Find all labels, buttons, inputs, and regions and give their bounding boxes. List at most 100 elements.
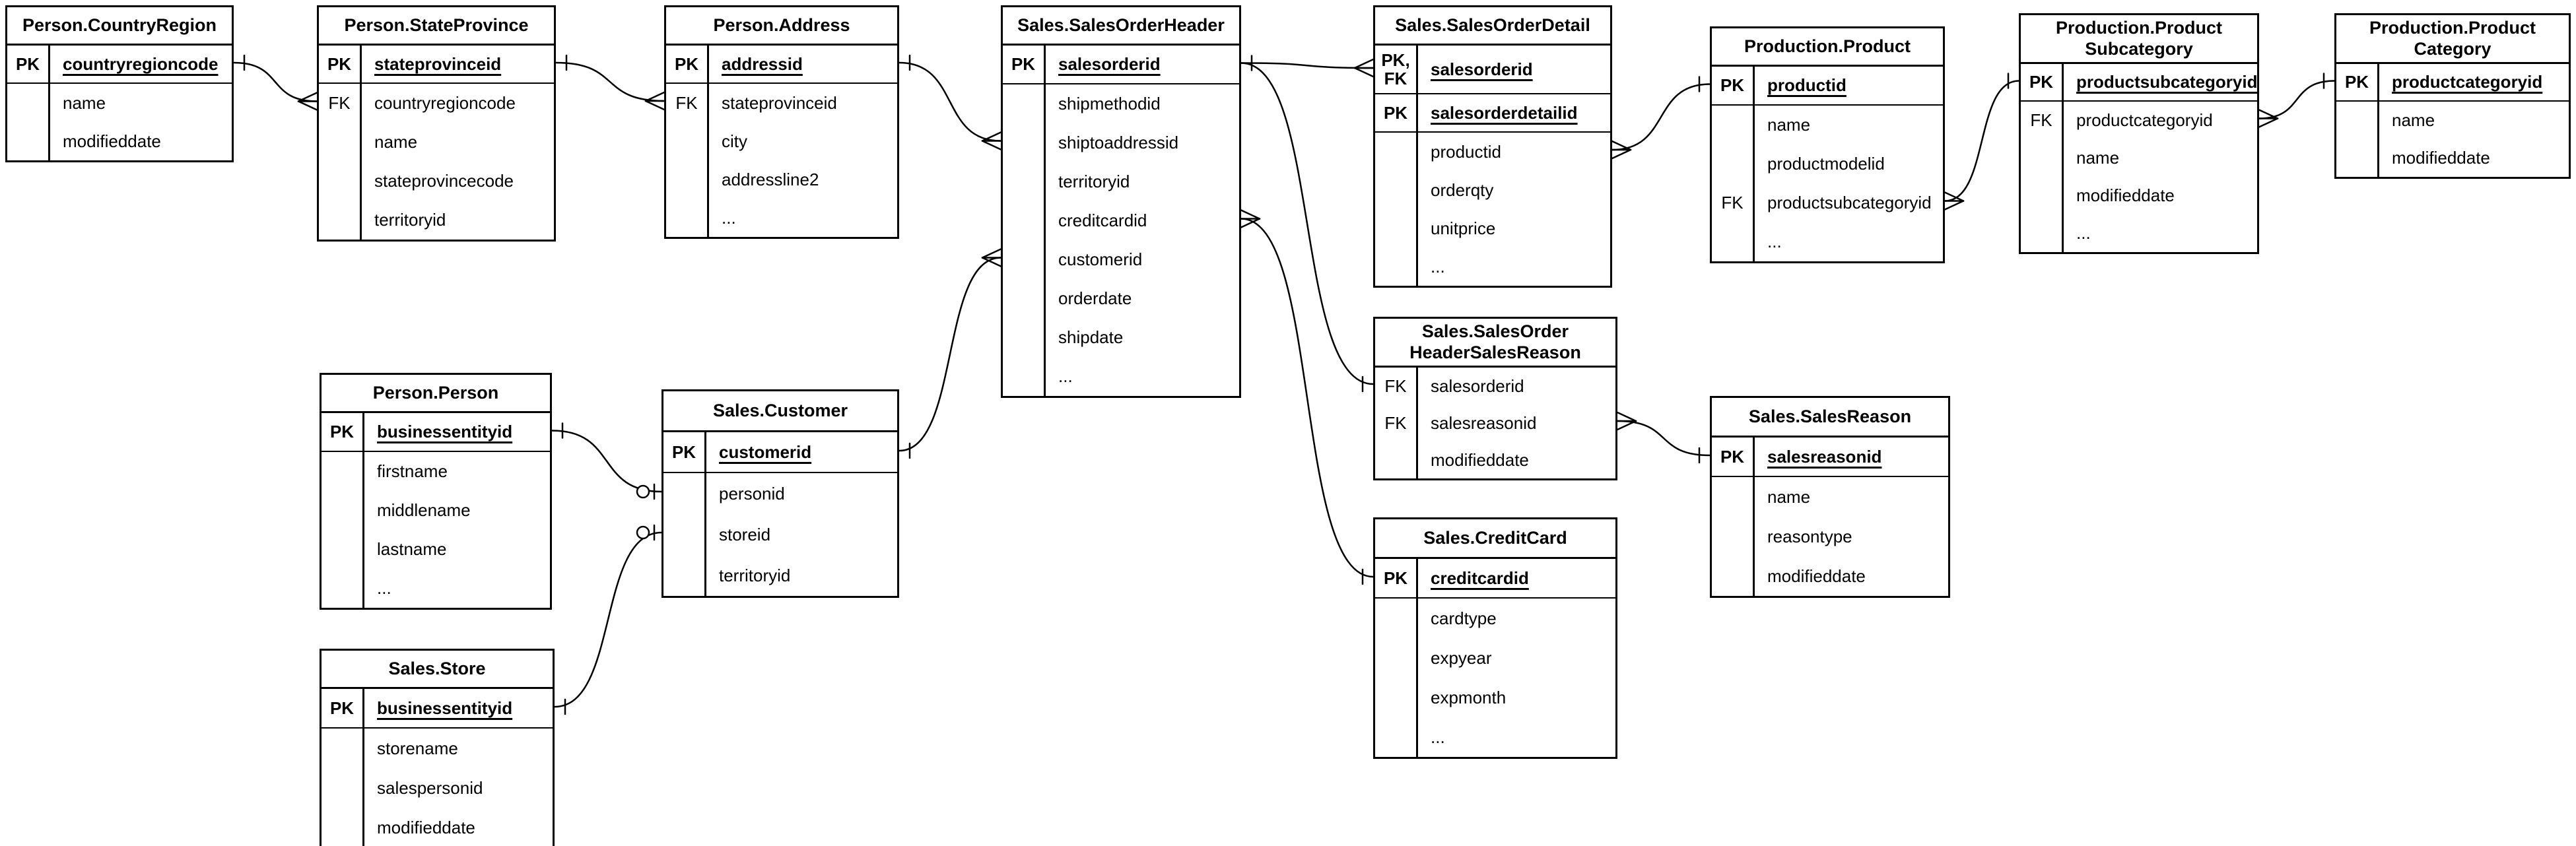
table-row: PK businessentityid	[322, 689, 553, 729]
key-label: PK	[2344, 72, 2369, 92]
key-label: FK	[1721, 193, 1744, 213]
connector-salesorderheader-salesorderdetail[interactable]	[1240, 55, 1374, 78]
connector-salesorderheader-salesorderheadersalesreason[interactable]	[1240, 62, 1374, 393]
field-name: shiptoaddressid	[1058, 133, 1179, 152]
key-column-divider	[362, 413, 364, 608]
key-label: PK	[671, 441, 696, 462]
key-column-divider	[2377, 64, 2379, 177]
field-name: modifieddate	[63, 131, 161, 151]
field-name: name	[63, 92, 106, 113]
connector-salesorderdetail-product[interactable]	[1611, 76, 1711, 160]
key-column-divider	[1044, 46, 1046, 396]
table-row: cardtype	[1375, 599, 1615, 638]
connector-countryregion-stateprovince[interactable]	[232, 54, 318, 111]
key-label: PK	[1720, 75, 1745, 96]
connector-salesorderheader-creditcard[interactable]	[1240, 209, 1374, 585]
table-row: shiptoaddressid	[1003, 123, 1239, 162]
key-column-divider	[1416, 46, 1418, 286]
key-label: PK	[1383, 568, 1408, 588]
table-row: ...	[322, 569, 550, 608]
field-name: storeid	[719, 524, 771, 544]
table-row: modifieddate	[2336, 139, 2569, 177]
table-row: territoryid	[319, 201, 554, 240]
table-row: territoryid	[663, 555, 897, 596]
field-name: cardtype	[1431, 608, 1497, 628]
table-title: Sales.Store	[322, 651, 553, 689]
table-row: modifieddate	[2021, 177, 2257, 214]
table-title: Production.Product Subcategory	[2021, 15, 2257, 64]
table-title: Production.Product Category	[2336, 15, 2569, 64]
field-name: name	[1767, 115, 1811, 135]
connector-stateprovince-address[interactable]	[555, 54, 665, 111]
field-name: personid	[719, 483, 785, 504]
field-name: shipmethodid	[1058, 94, 1161, 114]
field-name: customerid	[719, 441, 812, 462]
connector-salesorderheadersalesreason-salesreason[interactable]	[1616, 411, 1711, 464]
connector-person-customer[interactable]	[551, 422, 663, 500]
connector-address-salesorderheader[interactable]	[898, 54, 1002, 150]
table-row: salespersonid	[322, 768, 553, 808]
table-row: stateprovincecode	[319, 162, 554, 201]
field-name: countryregioncode	[63, 53, 219, 74]
field-name: ...	[1767, 232, 1782, 251]
field-name: storename	[377, 738, 458, 758]
key-label: FK	[328, 93, 351, 114]
field-name: modifieddate	[1431, 449, 1529, 470]
connector-customer-salesorderheader[interactable]	[898, 248, 1002, 459]
table-row: productid	[1375, 133, 1610, 171]
table-title: Person.CountryRegion	[7, 7, 232, 46]
field-name: creditcardid	[1431, 568, 1529, 588]
field-name: businessentityid	[377, 698, 513, 718]
table-row: creditcardid	[1003, 201, 1239, 240]
connector-store-customer[interactable]	[553, 524, 663, 715]
field-name: stateprovincecode	[374, 171, 514, 191]
field-name: salesreasonid	[1431, 412, 1537, 433]
field-name: ...	[1431, 256, 1445, 277]
table-row: ...	[1712, 222, 1943, 261]
field-name: salesorderdetailid	[1431, 102, 1578, 123]
key-column-divider	[2062, 64, 2064, 252]
key-label: PK	[1011, 54, 1036, 75]
connector-productsubcategory-productcategory[interactable]	[2258, 73, 2336, 128]
table-row: personid	[663, 473, 897, 514]
field-name: name	[2392, 110, 2435, 130]
table-row: territoryid	[1003, 162, 1239, 201]
connector-product-productsubcategory[interactable]	[1944, 73, 2020, 211]
table-row: modifieddate	[1712, 556, 1948, 596]
field-name: territoryid	[719, 565, 791, 585]
key-label: PK	[329, 698, 355, 718]
table-row: modifieddate	[1375, 441, 1615, 478]
field-name: modifieddate	[1767, 566, 1866, 586]
key-label: FK	[2030, 110, 2052, 131]
field-name: orderdate	[1058, 288, 1132, 308]
key-column-divider	[704, 432, 706, 596]
field-name: ...	[1431, 727, 1445, 747]
field-name: expyear	[1431, 647, 1492, 668]
field-name: lastname	[377, 539, 447, 559]
field-name: expmonth	[1431, 687, 1507, 707]
table-title: Person.Address	[666, 7, 897, 46]
key-column-divider	[1416, 559, 1418, 757]
field-name: ...	[2076, 223, 2091, 243]
key-label: FK	[675, 92, 698, 113]
